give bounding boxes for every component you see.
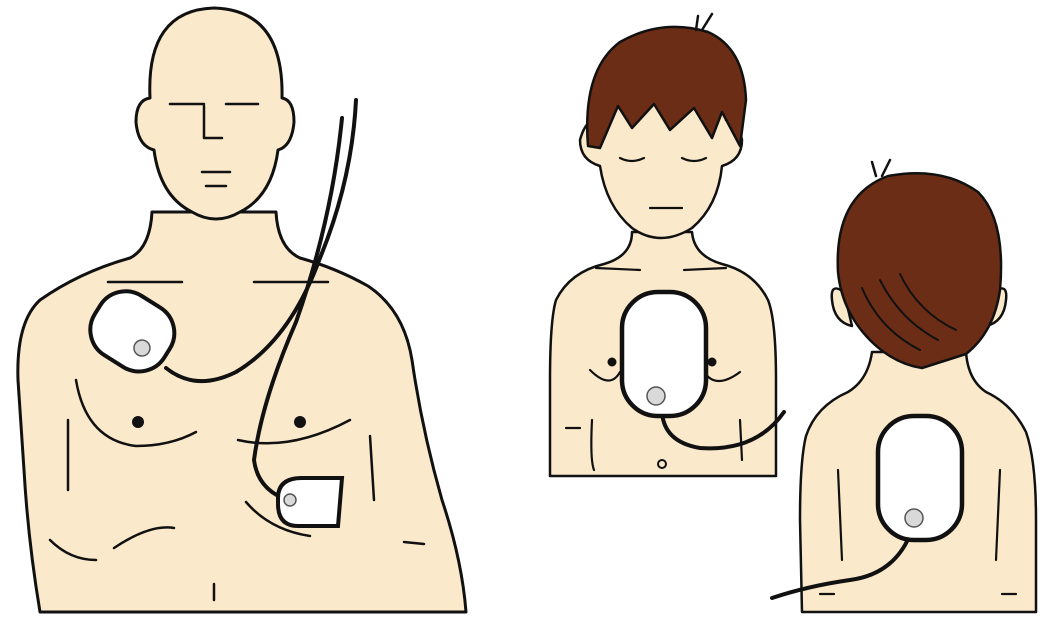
center-chest-pad <box>622 292 706 416</box>
pad-connector-icon <box>905 509 923 527</box>
adult-nipple-right <box>132 416 144 428</box>
child-front-cowlick <box>696 14 712 30</box>
center-back-pad <box>878 416 962 540</box>
child-front-nipple-right <box>608 358 617 367</box>
lower-left-side-pad <box>278 478 342 526</box>
pad-connector-icon <box>647 387 665 405</box>
pad-connector-icon <box>284 494 296 506</box>
child-front-figure <box>550 14 784 476</box>
child-back-cowlick <box>872 160 890 176</box>
child-back-figure <box>772 160 1036 612</box>
adult-figure <box>18 8 466 612</box>
child-back-hair <box>838 173 1001 368</box>
adult-head <box>136 8 294 219</box>
adult-nipple-left <box>294 416 306 428</box>
child-front-nipple-left <box>708 358 717 367</box>
